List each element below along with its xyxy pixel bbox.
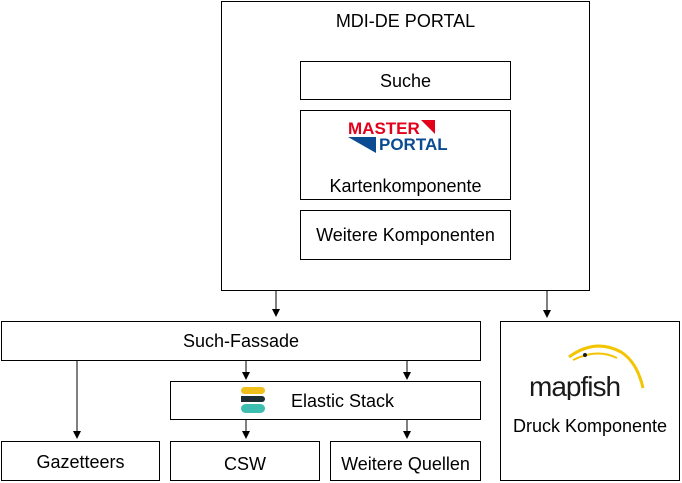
suche-box: Suche (300, 61, 511, 100)
elastic-stack-label: Elastic Stack (291, 391, 395, 411)
druck-komponente-label: Druck Komponente (512, 416, 668, 436)
such-fassade-label: Such-Fassade (182, 331, 300, 351)
gazetteers-label: Gazetteers (36, 452, 125, 472)
weitere-komponenten-label: Weitere Komponenten (316, 225, 495, 245)
masterportal-logo: MASTER PORTAL (348, 119, 448, 154)
gazetteers-box: Gazetteers (1, 441, 160, 481)
kartenkomponente-label: Kartenkomponente (329, 176, 482, 196)
elastic-stack-box: Elastic Stack (170, 381, 481, 420)
elastic-logo (241, 387, 265, 413)
weitere-quellen-box: Weitere Quellen (330, 441, 481, 481)
csw-box: CSW (170, 441, 320, 481)
weitere-quellen-label: Weitere Quellen (341, 454, 470, 474)
portal-title: MDI-DE PORTAL (335, 11, 476, 31)
logo-portal-text: PORTAL (379, 135, 448, 154)
mapfish-logo: mapfish (529, 344, 645, 400)
logo-master-text: MASTER (348, 119, 420, 138)
such-fassade-box: Such-Fassade (1, 321, 481, 361)
druck-komponente-box: mapfish Druck Komponente (500, 321, 680, 481)
suche-label: Suche (379, 71, 432, 91)
kartenkomponente-box: MASTER PORTAL Kartenkomponente (300, 110, 511, 200)
mapfish-logo-text: mapfish (529, 371, 620, 400)
weitere-komponenten-box: Weitere Komponenten (300, 210, 511, 260)
csw-label: CSW (224, 454, 266, 474)
